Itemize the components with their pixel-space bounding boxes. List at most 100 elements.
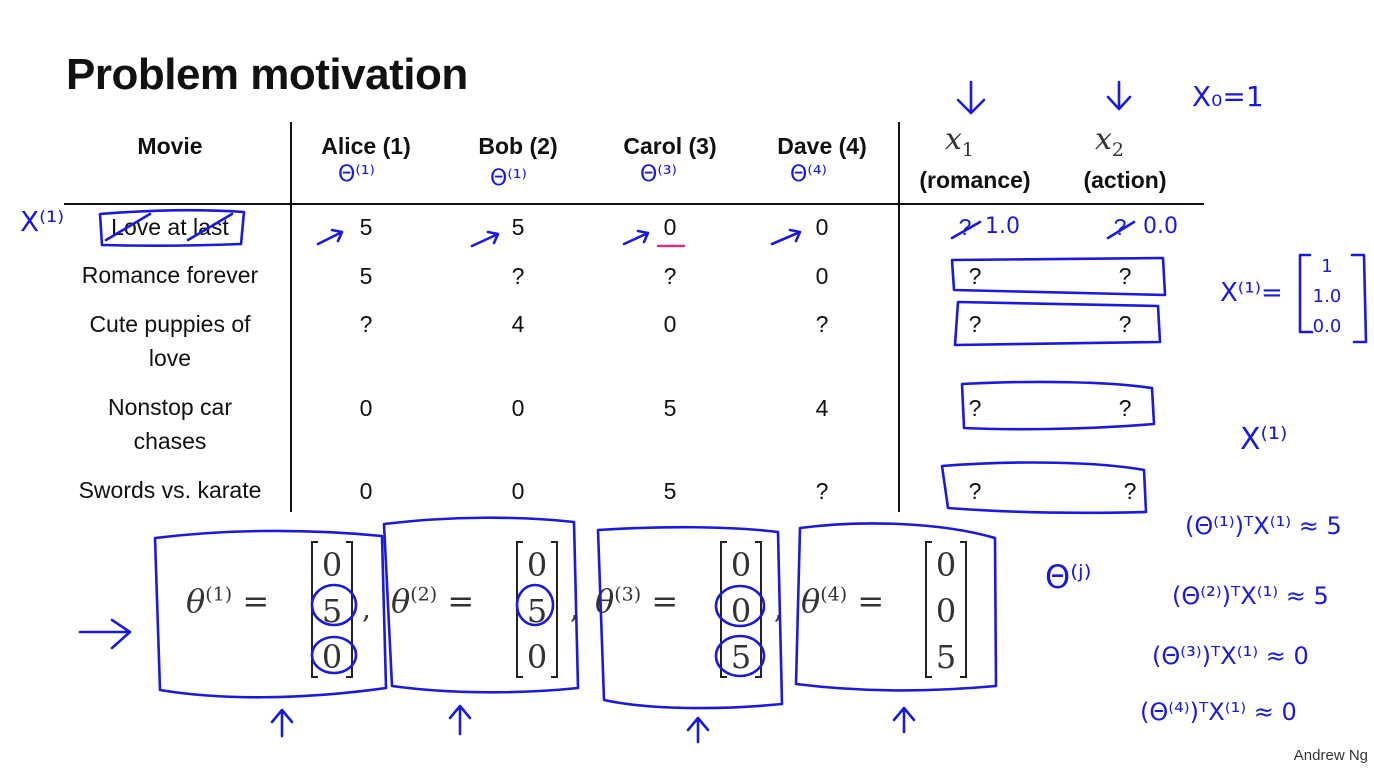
theta-group-box xyxy=(153,529,388,699)
theta-j-annotation: Θ⁽ʲ⁾ xyxy=(1045,558,1092,596)
rating-cell: 0 xyxy=(359,395,373,421)
rating-cell: 0 xyxy=(359,478,373,504)
user-header-bob: Bob (2) xyxy=(478,133,558,159)
rating-cell: ? xyxy=(663,263,677,289)
movie-title: Romance forever xyxy=(81,262,259,288)
feature-cell: ? xyxy=(968,478,982,504)
rating-cell: ? xyxy=(359,311,373,337)
movie-header: Movie xyxy=(137,133,203,159)
rating-cell: 5 xyxy=(663,478,677,504)
matrix-brackets xyxy=(311,541,967,678)
slide-title: Problem motivation xyxy=(66,50,468,99)
feature-cell: ? xyxy=(968,395,982,421)
movie-title-line: Cute puppies of xyxy=(89,311,251,337)
movie-title-line: chases xyxy=(133,428,207,454)
movie-title: Swords vs. karate xyxy=(78,477,262,503)
x0-annotation: X₀=1 xyxy=(1192,80,1264,113)
rating-cell: 0 xyxy=(511,395,525,421)
vector-bracket xyxy=(1350,253,1368,344)
table-divider-features xyxy=(898,122,900,512)
theta-separator: , xyxy=(362,592,371,625)
feature-cell: ? xyxy=(968,311,982,337)
rating-cell: ? xyxy=(815,478,829,504)
user-theta-annotation: Θ⁽¹⁾ xyxy=(490,166,527,191)
user-theta-annotation: Θ⁽¹⁾ xyxy=(338,162,375,187)
user-header-dave: Dave (4) xyxy=(777,133,867,159)
theta-2-label: θ(2) = xyxy=(391,582,475,620)
feature-cell: ? xyxy=(1123,478,1137,504)
feature-filled-value: 1.0 xyxy=(985,214,1020,239)
vector-x1-label: X⁽¹⁾= xyxy=(1220,278,1283,308)
movie-highlight-box xyxy=(98,208,246,247)
rating-cell: 4 xyxy=(815,395,829,421)
x1-annotation: X⁽¹⁾ xyxy=(1240,422,1288,457)
theta-4-label: θ(4) = xyxy=(801,582,885,620)
feature-cell: ? xyxy=(1118,311,1132,337)
feature-filled-value: 0.0 xyxy=(1143,214,1178,239)
feature-x2-label: (action) xyxy=(1083,167,1167,193)
theta-group-box xyxy=(794,522,998,692)
table-header-rule xyxy=(64,203,1204,205)
feature-row-box xyxy=(953,300,1162,347)
feature-cell: ? xyxy=(1118,395,1132,421)
feature-x1-label: (romance) xyxy=(919,167,1031,193)
theta-1-label: θ(1) = xyxy=(186,582,270,620)
user-theta-annotation: Θ⁽⁴⁾ xyxy=(790,162,827,187)
rating-cell: 5 xyxy=(663,395,677,421)
table-divider-movie xyxy=(290,122,292,512)
crossed-mark xyxy=(1106,220,1136,240)
feature-row-box xyxy=(950,256,1167,297)
prediction-line: (Θ⁽¹⁾)ᵀX⁽¹⁾ ≈ 5 xyxy=(1185,512,1342,540)
entry-circle xyxy=(515,583,555,627)
rating-cell: 0 xyxy=(663,214,677,240)
rating-arrow-icon xyxy=(470,230,500,248)
theta-group-box xyxy=(596,525,784,710)
entry-circle xyxy=(714,634,766,678)
user-header-alice: Alice (1) xyxy=(321,133,411,159)
theta-separator: , xyxy=(774,592,783,625)
entry-circle xyxy=(310,583,358,627)
user-theta-annotation: Θ⁽³⁾ xyxy=(640,162,677,187)
rating-cell: 0 xyxy=(663,311,677,337)
vector-x1-values: 1 1.0 0.0 xyxy=(1312,256,1342,337)
feature-x2-symbol: x2 xyxy=(1095,122,1125,161)
up-arrow-icon xyxy=(448,704,472,736)
rating-arrow-icon xyxy=(622,229,650,246)
entry-circle xyxy=(310,635,358,675)
rating-cell: 4 xyxy=(511,311,525,337)
up-arrow-icon xyxy=(686,716,710,744)
entry-circle xyxy=(714,584,766,628)
crossed-mark xyxy=(950,220,982,240)
prediction-line: (Θ⁽³⁾)ᵀX⁽¹⁾ ≈ 0 xyxy=(1152,642,1309,670)
feature-x1-symbol: x1 xyxy=(945,122,975,161)
feature-row-box xyxy=(940,461,1148,515)
movie-title: Cute puppies of love xyxy=(60,307,280,375)
movie-title: Nonstop car chases xyxy=(60,390,280,458)
down-arrow-icon xyxy=(956,80,986,115)
movie-title-line: Nonstop car xyxy=(107,394,232,420)
prediction-line: (Θ⁽⁴⁾)ᵀX⁽¹⁾ ≈ 0 xyxy=(1140,698,1297,726)
rating-arrow-icon xyxy=(770,228,802,246)
theta-group-box xyxy=(382,516,580,694)
movie-strike xyxy=(186,212,234,242)
rating-cell: 5 xyxy=(511,214,525,240)
prediction-line: (Θ⁽²⁾)ᵀX⁽¹⁾ ≈ 5 xyxy=(1172,582,1329,610)
right-arrow-icon xyxy=(78,618,132,650)
rating-cell: 5 xyxy=(359,263,373,289)
rating-cell: 0 xyxy=(815,263,829,289)
down-arrow-icon xyxy=(1106,80,1132,111)
user-header-carol: Carol (3) xyxy=(623,133,717,159)
feature-cell: ? xyxy=(968,263,982,289)
row-x1-annotation: X⁽¹⁾ xyxy=(20,205,65,238)
rating-cell: 0 xyxy=(511,478,525,504)
theta-separator: , xyxy=(570,592,579,625)
movie-title-line: love xyxy=(148,345,192,371)
movie-strike xyxy=(104,212,152,242)
vector-bracket xyxy=(1298,253,1314,334)
up-arrow-icon xyxy=(892,706,916,734)
